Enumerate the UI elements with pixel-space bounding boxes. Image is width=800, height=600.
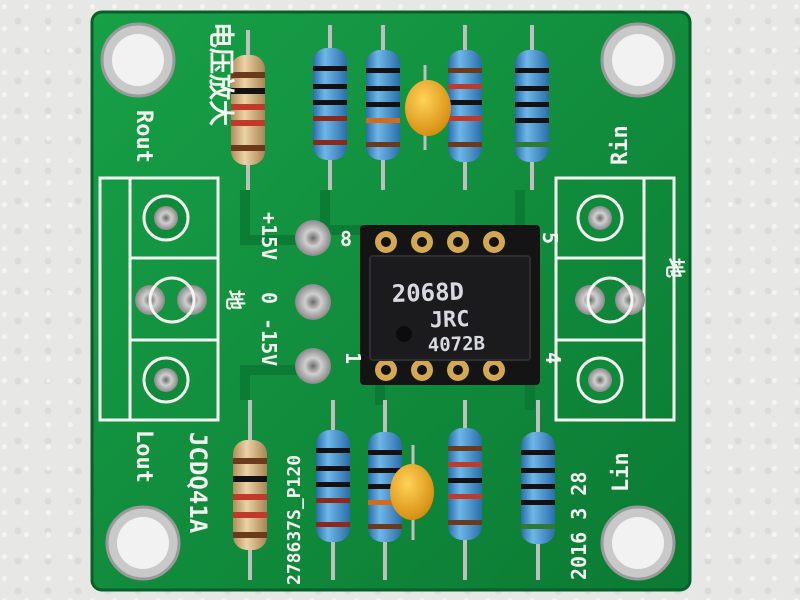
power-plus-label: +15V: [257, 212, 281, 260]
rout-label: Rout: [131, 110, 156, 163]
pin5-label: 5: [538, 232, 562, 244]
title-cn-label: 电压放大: [205, 22, 236, 126]
rin-label: Rin: [608, 125, 633, 165]
chip-line3: 4072B: [427, 332, 485, 356]
ic-pin1-dot: [396, 326, 412, 342]
capacitor-bottom: [390, 445, 434, 540]
gnd-right-label: 地: [663, 258, 687, 278]
terminal-pads: [135, 194, 645, 404]
capacitor-top: [405, 65, 451, 150]
pin8-label: 8: [340, 227, 352, 251]
lin-label: Lin: [609, 452, 634, 492]
chip-line2: JRC: [429, 307, 470, 333]
resistors-bottom: [233, 400, 555, 580]
serial-label: 278637S_P120: [284, 455, 305, 585]
lout-label: Lout: [131, 430, 156, 483]
terminal-block-left: [98, 176, 220, 422]
pin1-label: 1: [341, 352, 365, 364]
resistors-top: [231, 25, 549, 190]
date-label: 2016 3 28: [567, 472, 591, 580]
chip-line1: 2068D: [391, 278, 464, 309]
power-zero-label: 0: [257, 292, 281, 304]
mounting-holes: [100, 22, 676, 581]
pin4-label: 4: [541, 352, 565, 364]
power-minus-label: -15V: [257, 318, 281, 366]
gnd-left-label: 地: [223, 290, 247, 310]
power-pads: [295, 220, 331, 384]
model-label: JCDQ41A: [184, 432, 212, 534]
